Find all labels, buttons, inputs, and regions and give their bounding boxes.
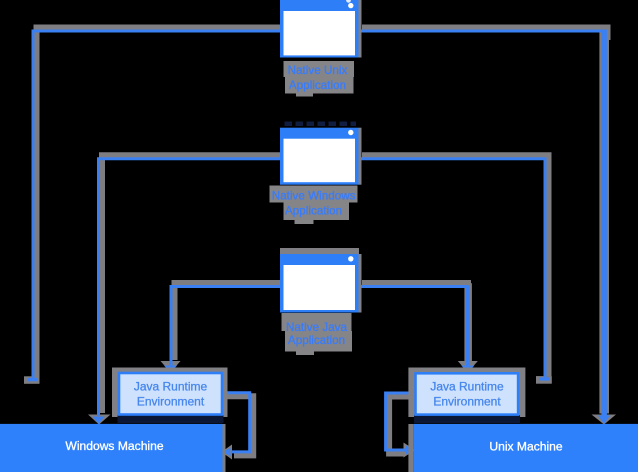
svg-text:Java Runtime: Java Runtime (134, 380, 208, 394)
svg-text:Java Runtime: Java Runtime (430, 380, 504, 394)
svg-text:Environment: Environment (433, 395, 501, 409)
svg-text:Application: Application (289, 79, 346, 92)
svg-text:Environment: Environment (137, 395, 205, 409)
svg-text:Native Java: Native Java (286, 321, 348, 334)
svg-text:Windows Machine: Windows Machine (65, 439, 163, 453)
svg-text:Application: Application (288, 334, 345, 347)
svg-text:Unix Machine: Unix Machine (489, 440, 563, 454)
svg-text:Native Windows: Native Windows (272, 190, 356, 203)
svg-text:Native Unix: Native Unix (288, 64, 348, 77)
svg-text:Application: Application (285, 204, 342, 217)
